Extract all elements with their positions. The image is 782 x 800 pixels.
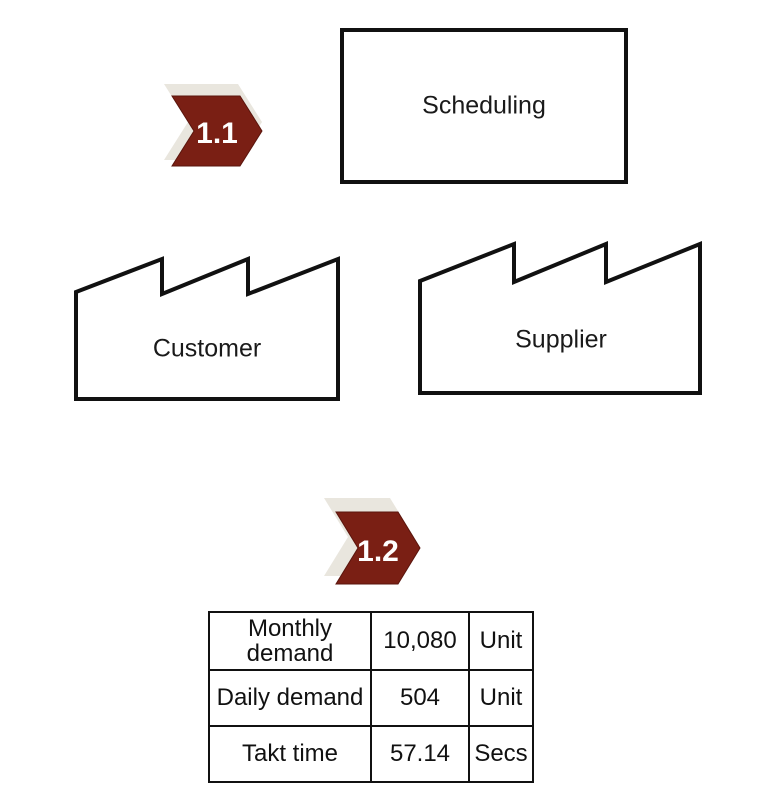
scheduling-box: [340, 28, 628, 184]
value-cell: 57.14: [370, 725, 470, 783]
demand-table: Monthly demand 10,080 Unit Daily demand …: [208, 611, 534, 783]
unit-cell: Secs: [468, 725, 534, 783]
supplier-factory-icon: [418, 241, 702, 395]
table-row: Takt time 57.14 Secs: [208, 725, 534, 783]
metric-cell: Monthly demand: [208, 611, 372, 671]
customer-label: Customer: [152, 334, 262, 363]
step-badge-1-1-icon: [164, 84, 263, 167]
value-cell: 10,080: [370, 611, 470, 671]
unit-cell: Unit: [468, 669, 534, 727]
step-badge-1-2-label: 1.2: [357, 535, 399, 568]
unit-cell: Unit: [468, 611, 534, 671]
customer-factory-icon: [74, 256, 340, 401]
metric-cell: Daily demand: [208, 669, 372, 727]
value-cell: 504: [370, 669, 470, 727]
step-badge-1-2-icon: [324, 498, 421, 585]
step-badge-1-1-label: 1.1: [196, 117, 238, 150]
table-row: Daily demand 504 Unit: [208, 669, 534, 727]
metric-monthly-demand: Monthly demand: [246, 614, 334, 667]
metric-cell: Takt time: [208, 725, 372, 783]
supplier-label: Supplier: [515, 325, 607, 354]
scheduling-label: Scheduling: [422, 91, 546, 120]
table-row: Monthly demand 10,080 Unit: [208, 611, 534, 671]
